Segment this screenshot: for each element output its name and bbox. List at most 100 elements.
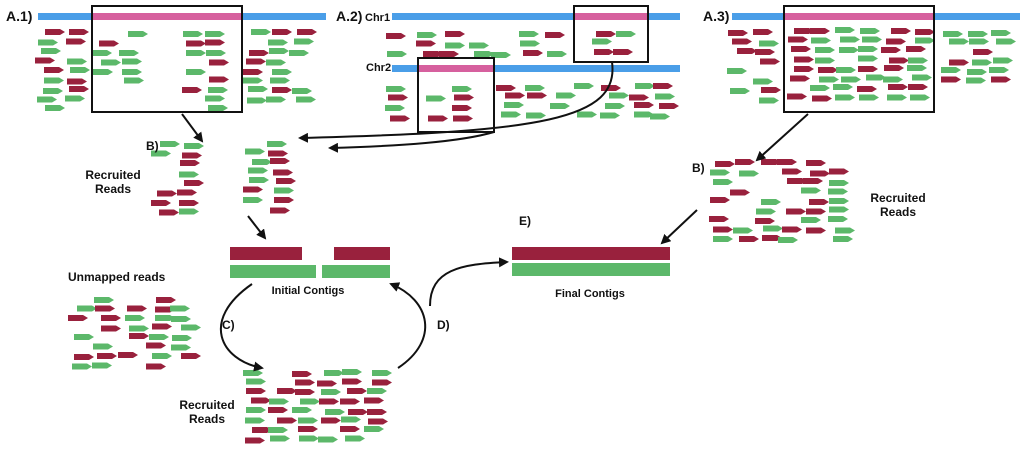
read-green <box>912 74 932 81</box>
read-green <box>321 389 341 395</box>
read-green <box>908 57 928 64</box>
read-green <box>966 77 986 84</box>
read-maroon <box>243 186 263 193</box>
label-b-left: B) <box>146 139 159 153</box>
read-maroon <box>787 93 807 100</box>
read-green <box>67 58 87 65</box>
read-maroon <box>439 51 459 57</box>
read-green <box>862 36 882 43</box>
read-green <box>993 57 1013 64</box>
read-maroon <box>857 86 877 92</box>
read-green <box>119 50 139 56</box>
read-green <box>600 112 620 119</box>
region-bar-a3 <box>784 13 934 20</box>
recruited-reads-left-label: Recruited Reads <box>85 168 141 196</box>
read-maroon <box>157 190 177 197</box>
read-green <box>829 206 849 213</box>
read-green <box>325 409 345 415</box>
initial-contig-green-right <box>322 265 390 278</box>
read-maroon <box>791 46 811 52</box>
read-maroon <box>146 363 166 370</box>
read-maroon <box>601 85 621 91</box>
read-green <box>907 65 927 71</box>
read-green <box>248 86 268 92</box>
read-green <box>605 103 625 109</box>
label-chr1: Chr1 <box>365 12 391 24</box>
read-green <box>525 85 545 91</box>
read-green <box>267 141 287 147</box>
read-maroon <box>177 189 197 196</box>
read-green <box>72 363 92 370</box>
read-maroon <box>270 207 290 214</box>
read-green <box>170 305 190 312</box>
read-maroon <box>809 199 829 205</box>
read-maroon <box>755 218 775 224</box>
read-maroon <box>272 29 292 35</box>
read-maroon <box>889 57 909 64</box>
read-maroon <box>159 209 179 216</box>
read-green <box>268 39 288 46</box>
read-maroon <box>368 418 388 425</box>
read-green <box>469 42 489 49</box>
read-maroon <box>152 323 172 330</box>
read-green <box>318 436 338 443</box>
read-green <box>179 208 199 215</box>
read-maroon <box>186 40 206 47</box>
read-maroon <box>292 371 312 377</box>
label-a3: A.3) <box>703 8 730 24</box>
read-green <box>274 187 294 194</box>
read-green <box>251 29 271 35</box>
arrow-e <box>429 257 509 307</box>
read-green <box>268 427 288 433</box>
read-green <box>759 97 779 104</box>
read-maroon <box>348 409 368 415</box>
read-maroon <box>252 427 272 433</box>
read-maroon <box>949 59 969 66</box>
read-maroon <box>246 388 266 394</box>
read-green <box>519 31 539 37</box>
read-green <box>183 31 203 37</box>
read-green <box>655 93 675 100</box>
read-maroon <box>209 76 229 83</box>
label-b-right: B) <box>692 161 705 175</box>
read-maroon <box>755 49 775 55</box>
read-green <box>243 370 263 376</box>
read-green <box>972 59 992 66</box>
read-green <box>941 67 961 73</box>
read-green <box>445 42 465 49</box>
read-maroon <box>545 32 565 38</box>
read-maroon <box>523 50 543 56</box>
read-green <box>577 111 597 118</box>
read-green <box>836 67 856 73</box>
read-green <box>269 48 289 54</box>
read-green <box>753 78 773 85</box>
read-maroon <box>786 208 806 215</box>
read-green <box>152 353 172 359</box>
read-maroon <box>180 160 200 166</box>
read-green <box>739 170 759 177</box>
read-green <box>77 305 97 312</box>
read-green <box>45 105 65 111</box>
read-maroon <box>777 159 797 165</box>
read-maroon <box>101 325 121 332</box>
read-green <box>915 37 935 44</box>
read-maroon <box>298 426 318 432</box>
read-maroon <box>762 235 782 241</box>
read-maroon <box>340 426 360 432</box>
read-maroon <box>276 178 296 184</box>
arrow-a3-to-b <box>755 113 809 162</box>
read-maroon <box>794 28 814 34</box>
read-green <box>967 69 987 75</box>
read-green <box>272 69 292 75</box>
read-maroon <box>179 200 199 206</box>
read-maroon <box>182 87 202 93</box>
read-maroon <box>127 305 147 312</box>
read-maroon <box>818 67 838 73</box>
region-box-chr1 <box>573 5 649 63</box>
read-green <box>866 74 886 81</box>
read-green <box>186 69 206 75</box>
read-maroon <box>364 397 384 404</box>
read-green <box>727 68 747 74</box>
read-maroon <box>806 208 826 215</box>
read-green <box>759 40 779 47</box>
